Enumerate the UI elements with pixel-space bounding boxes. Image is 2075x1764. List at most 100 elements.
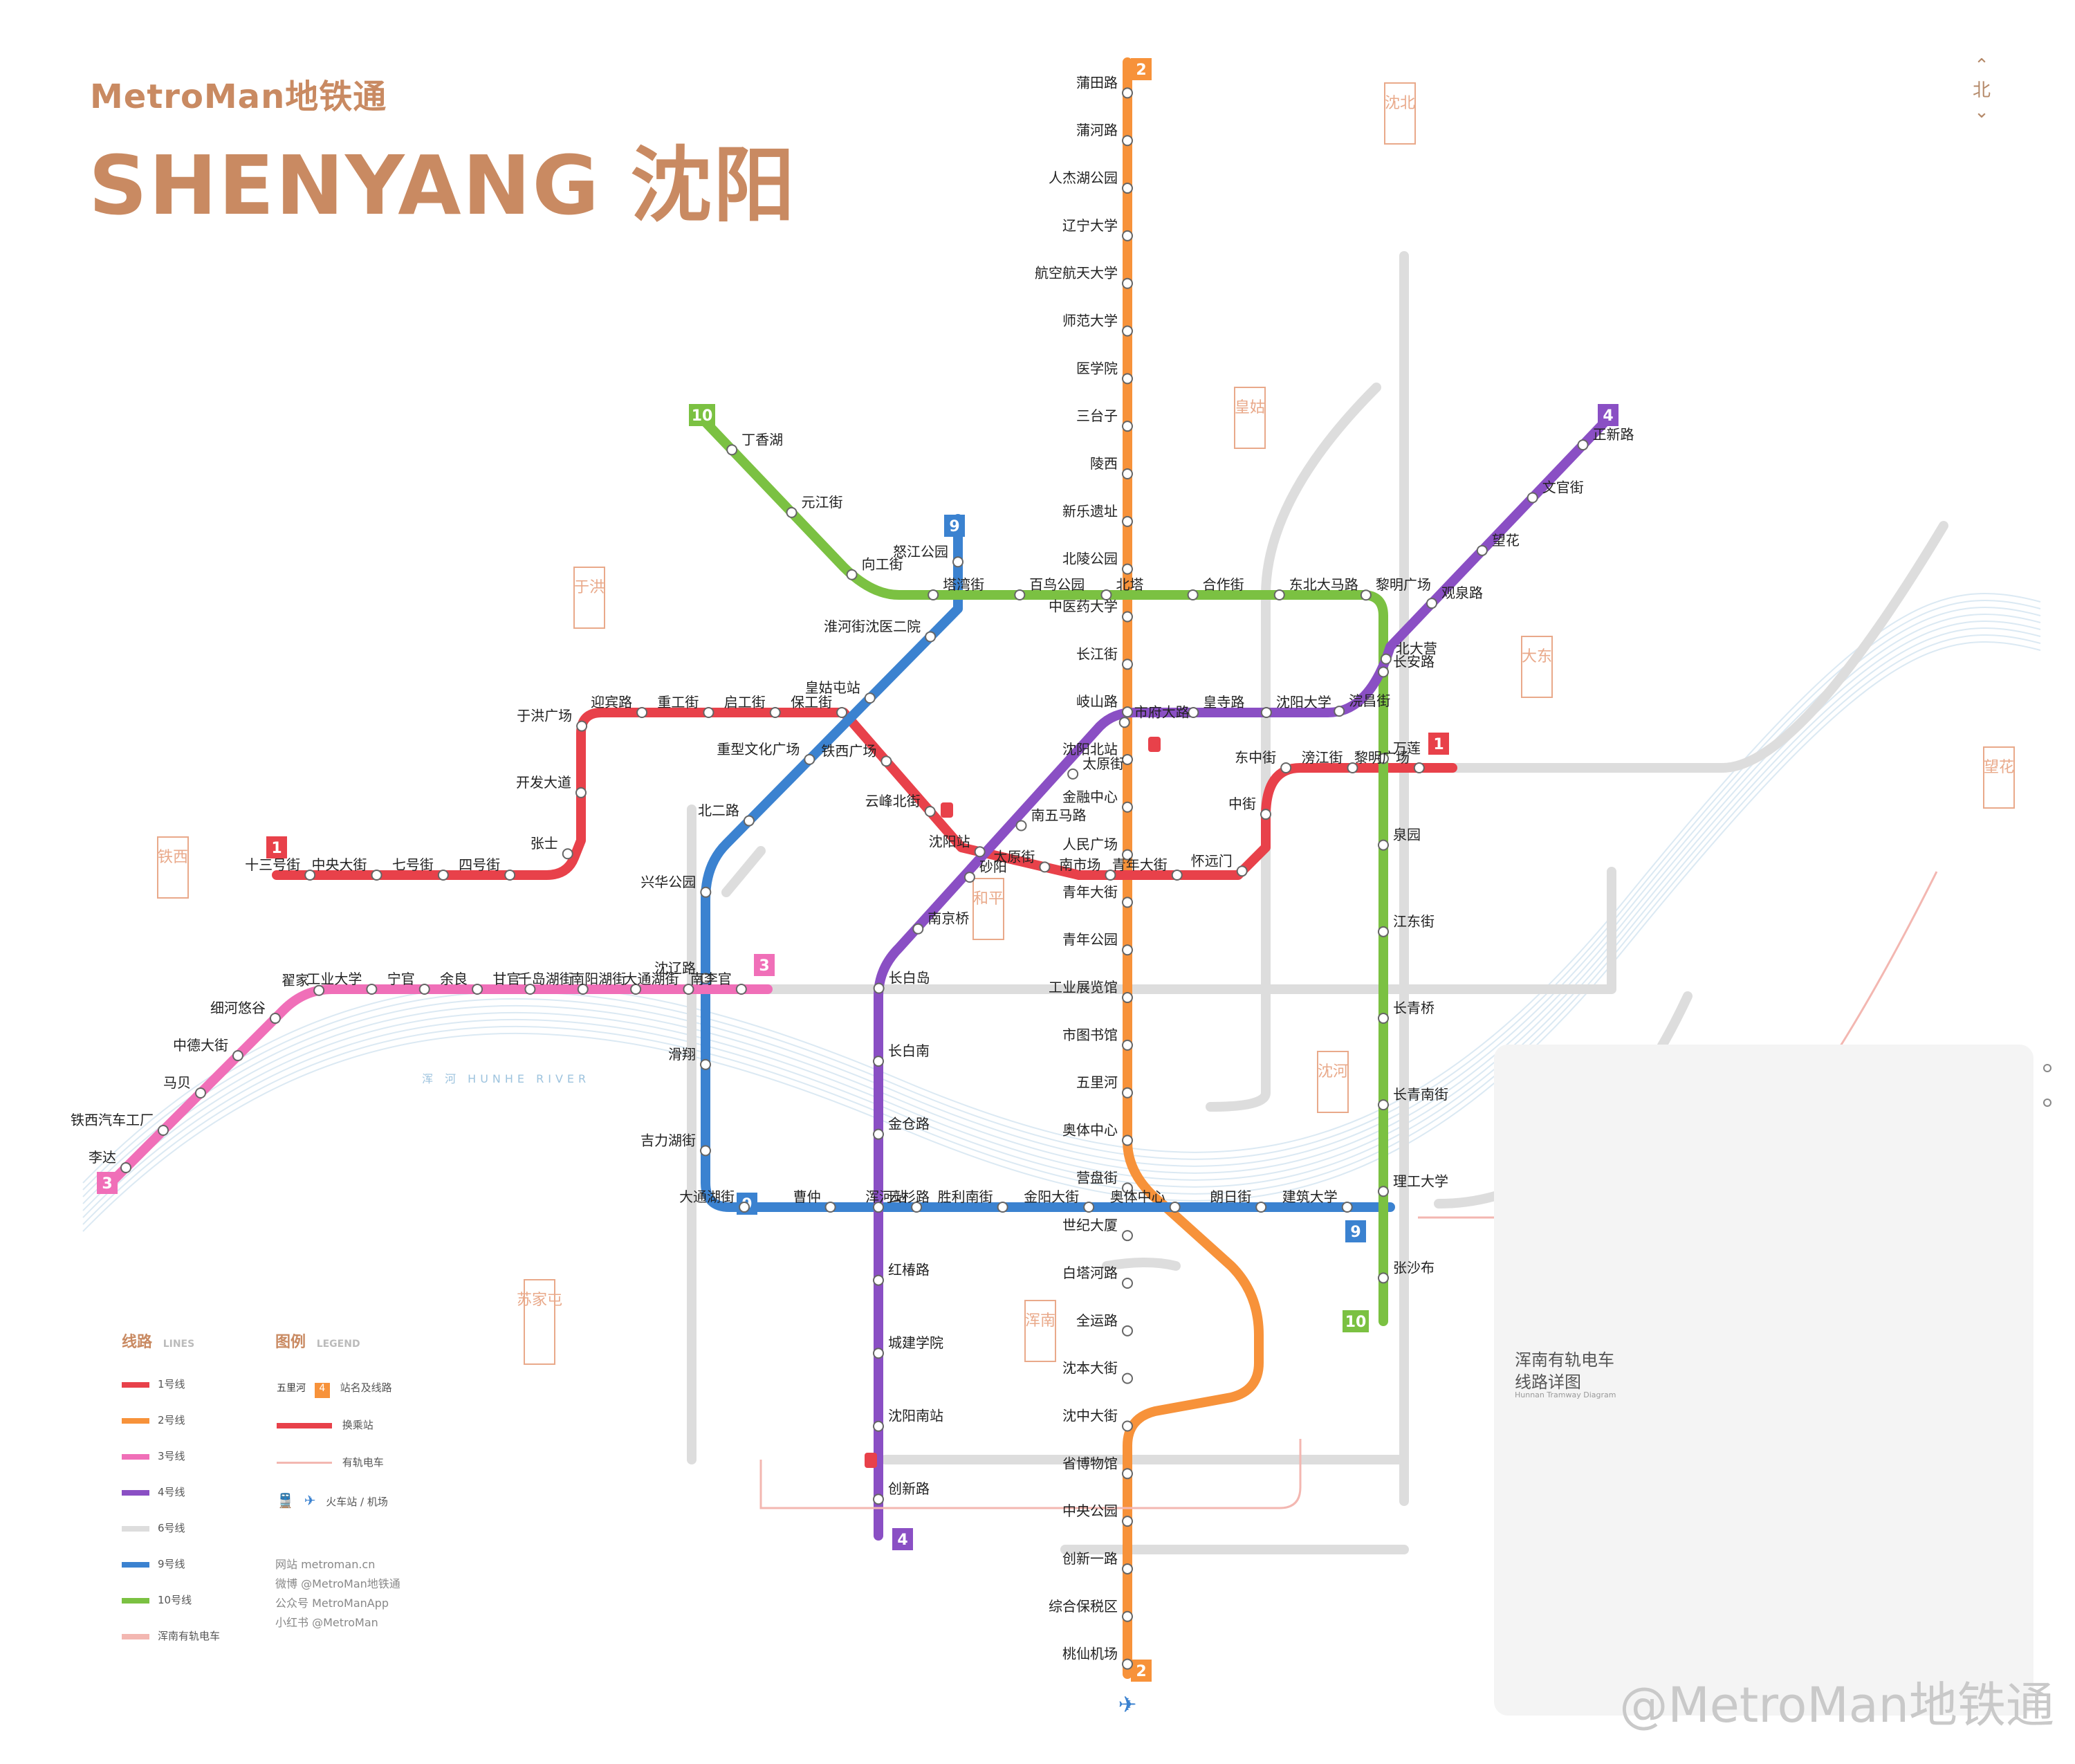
station-marker[interactable]: [1039, 861, 1051, 873]
station-marker[interactable]: [1260, 707, 1272, 718]
station-marker[interactable]: [1280, 762, 1292, 773]
station-layer[interactable]: 221199910104433✈: [97, 58, 1618, 1718]
station-marker[interactable]: [1100, 589, 1112, 600]
station-marker[interactable]: [636, 707, 648, 718]
station-marker[interactable]: [864, 692, 876, 704]
station-marker[interactable]: [786, 506, 797, 518]
station-marker[interactable]: [157, 1125, 169, 1137]
station-marker[interactable]: [1187, 589, 1199, 600]
station-marker[interactable]: [304, 870, 316, 881]
station-marker[interactable]: [1014, 589, 1026, 600]
station-marker[interactable]: [1255, 1202, 1267, 1213]
station-marker[interactable]: [1341, 1202, 1353, 1213]
station-marker[interactable]: [804, 753, 815, 765]
station-marker[interactable]: [1122, 1039, 1133, 1051]
station-marker[interactable]: [313, 984, 325, 996]
station-marker[interactable]: [974, 846, 986, 858]
station-marker[interactable]: [1122, 1658, 1133, 1670]
station-marker[interactable]: [1122, 611, 1134, 623]
station-marker[interactable]: [683, 984, 694, 995]
station-marker[interactable]: [925, 631, 937, 643]
station-marker[interactable]: [1122, 277, 1134, 289]
station-marker[interactable]: [1122, 230, 1134, 241]
station-marker[interactable]: [1527, 492, 1538, 504]
station-marker[interactable]: [1273, 589, 1285, 600]
tram-station-marker[interactable]: [2043, 1064, 2051, 1072]
station-marker[interactable]: [1122, 801, 1133, 813]
station-marker[interactable]: [437, 870, 449, 881]
station-marker[interactable]: [1083, 1202, 1095, 1213]
station-marker[interactable]: [1122, 849, 1133, 861]
station-marker[interactable]: [366, 984, 378, 995]
station-marker[interactable]: [963, 872, 975, 883]
station-marker[interactable]: [194, 1087, 206, 1099]
station-marker[interactable]: [1122, 563, 1134, 575]
station-marker[interactable]: [952, 556, 963, 568]
station-marker[interactable]: [1122, 1325, 1133, 1336]
station-marker[interactable]: [873, 1128, 884, 1140]
station-marker[interactable]: [1122, 1087, 1133, 1099]
station-marker[interactable]: [1122, 135, 1134, 147]
station-marker[interactable]: [1380, 653, 1392, 665]
station-marker[interactable]: [1169, 1202, 1181, 1213]
station-marker[interactable]: [873, 1202, 884, 1213]
station-marker[interactable]: [1122, 1563, 1133, 1574]
station-marker[interactable]: [700, 973, 711, 984]
station-marker[interactable]: [700, 1145, 711, 1157]
station-marker[interactable]: [912, 923, 924, 935]
station-marker[interactable]: [1188, 707, 1199, 718]
station-marker[interactable]: [1171, 870, 1183, 881]
station-marker[interactable]: [1122, 706, 1134, 718]
station-marker[interactable]: [1122, 1516, 1133, 1527]
station-marker[interactable]: [1122, 373, 1134, 385]
tram-station-marker[interactable]: [2043, 1099, 2051, 1107]
station-marker[interactable]: [1378, 753, 1389, 764]
station-marker[interactable]: [873, 1420, 884, 1432]
station-marker[interactable]: [873, 982, 885, 994]
station-marker[interactable]: [700, 886, 712, 898]
station-marker[interactable]: [524, 984, 536, 995]
station-marker[interactable]: [1378, 1186, 1389, 1197]
station-marker[interactable]: [1122, 183, 1134, 194]
station-marker[interactable]: [1334, 706, 1345, 717]
station-marker[interactable]: [1378, 1272, 1389, 1284]
station-marker[interactable]: [703, 707, 714, 718]
station-marker[interactable]: [700, 1058, 711, 1070]
station-marker[interactable]: [472, 984, 483, 995]
station-marker[interactable]: [769, 707, 781, 718]
station-marker[interactable]: [846, 569, 858, 580]
station-marker[interactable]: [120, 1162, 131, 1174]
station-marker[interactable]: [1122, 897, 1133, 908]
station-marker[interactable]: [1122, 1468, 1133, 1480]
station-marker[interactable]: [873, 1348, 884, 1359]
station-marker[interactable]: [924, 806, 936, 818]
station-marker[interactable]: [1122, 1182, 1133, 1194]
station-marker[interactable]: [418, 984, 430, 995]
station-marker[interactable]: [997, 1202, 1008, 1213]
station-marker[interactable]: [269, 1013, 281, 1025]
station-marker[interactable]: [371, 870, 382, 881]
station-marker[interactable]: [1378, 1099, 1389, 1111]
station-marker[interactable]: [743, 815, 755, 827]
station-marker[interactable]: [562, 848, 573, 860]
station-marker[interactable]: [1378, 1012, 1389, 1024]
station-marker[interactable]: [911, 1202, 923, 1213]
station-marker[interactable]: [1413, 762, 1425, 773]
station-marker[interactable]: [873, 1274, 884, 1286]
station-marker[interactable]: [577, 984, 589, 995]
station-marker[interactable]: [575, 787, 587, 798]
station-marker[interactable]: [1122, 325, 1134, 337]
station-marker[interactable]: [726, 444, 738, 456]
station-marker[interactable]: [1347, 762, 1358, 773]
station-marker[interactable]: [1122, 1278, 1133, 1289]
station-marker[interactable]: [739, 1202, 750, 1213]
station-marker[interactable]: [1122, 87, 1134, 99]
station-marker[interactable]: [1122, 1372, 1133, 1384]
station-marker[interactable]: [232, 1050, 243, 1062]
station-marker[interactable]: [576, 720, 588, 732]
station-marker[interactable]: [1105, 870, 1116, 881]
credit-wechat[interactable]: 公众号 MetroManApp: [275, 1597, 389, 1610]
station-marker[interactable]: [1122, 753, 1133, 765]
station-marker[interactable]: [824, 1202, 836, 1213]
station-marker[interactable]: [1360, 589, 1372, 601]
